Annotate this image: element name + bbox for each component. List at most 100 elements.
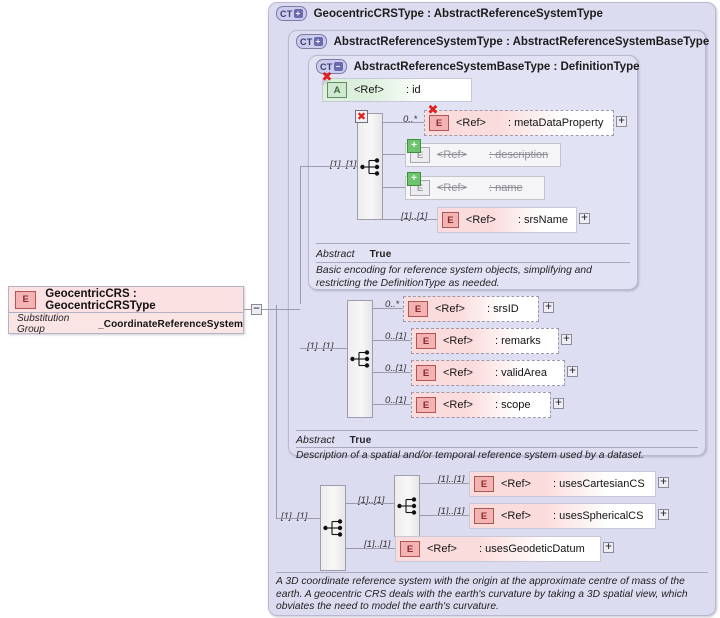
substitution-group-row: Substitution Group _CoordinateReferenceS…	[9, 313, 243, 335]
expand-button-usescartesiancs[interactable]: +	[658, 477, 669, 488]
complextype-badge-icon[interactable]: CT−	[316, 59, 347, 74]
expand-button-metadataproperty[interactable]: +	[616, 116, 627, 127]
element-node-name[interactable]: E <Ref> : name +	[405, 172, 545, 200]
element-icon: E	[429, 115, 449, 131]
complextype-title-geocentriccrstype: GeocentricCRSType : AbstractReferenceSys…	[313, 7, 603, 20]
element-name-description: : description	[488, 149, 549, 161]
connector-line	[244, 309, 252, 310]
complextype-badge-icon[interactable]: CT+	[276, 6, 307, 21]
element-name-usescartesiancs: : usesCartesianCS	[552, 478, 645, 490]
attribute-node-id[interactable]: A <Ref> : id ✖	[322, 71, 472, 102]
expand-button-usesgeodeticdatum[interactable]: +	[603, 542, 614, 553]
divider	[296, 447, 698, 448]
occurrence-label-validarea: 0..[1]	[385, 363, 407, 374]
occurrence-label-usessphericalcs: [1]..[1]	[438, 506, 465, 517]
element-ref-label: <Ref>	[427, 543, 457, 555]
occurrence-label-cs-sequence: [1]..[1]	[358, 495, 385, 506]
complextype-header-geocentriccrstype[interactable]: CT+ GeocentricCRSType : AbstractReferenc…	[276, 6, 603, 21]
element-node-description[interactable]: E <Ref> : description +	[405, 139, 561, 167]
attribute-icon: A	[327, 82, 347, 98]
occurrence-label-base-sequence: [1]..[1]	[330, 159, 357, 170]
element-ref-label: <Ref>	[437, 182, 467, 194]
substitution-group-label: Substitution Group	[17, 313, 70, 335]
attribute-name-id: : id	[405, 84, 421, 96]
root-element-title: GeocentricCRS : GeocentricCRSType	[45, 287, 156, 312]
connector-line	[300, 348, 348, 349]
expand-button-remarks[interactable]: +	[561, 334, 572, 345]
abstract-label: Abstract	[296, 434, 335, 446]
element-ref-label: <Ref>	[443, 367, 473, 379]
ct-badge-text: CT	[300, 36, 313, 47]
connector-line	[420, 483, 469, 484]
expand-button-validarea[interactable]: +	[567, 366, 578, 377]
element-ref-label: <Ref>	[435, 303, 465, 315]
plus-badge-icon[interactable]: +	[407, 172, 421, 186]
element-ref-label: <Ref>	[443, 399, 473, 411]
complextype-badge-icon[interactable]: CT+	[296, 34, 327, 49]
element-node-usesgeodeticdatum[interactable]: E <Ref> : usesGeodeticDatum	[395, 536, 601, 562]
documentation-basetype: Basic encoding for reference system obje…	[316, 265, 592, 289]
ct-collapse-icon[interactable]: −	[333, 62, 343, 71]
element-icon: E	[442, 212, 459, 228]
connector-line	[300, 166, 301, 304]
expand-button-srsname[interactable]: +	[579, 213, 590, 224]
collapse-button-root[interactable]: −	[251, 304, 262, 315]
occurrence-label-srsname: [1]..[1]	[401, 211, 428, 222]
occurrence-label-scope: 0..[1]	[385, 395, 407, 406]
root-element-title-row: E GeocentricCRS : GeocentricCRSType	[9, 287, 243, 312]
divider	[296, 430, 698, 431]
element-node-usescartesiancs[interactable]: E <Ref> : usesCartesianCS	[469, 471, 656, 497]
complextype-header-abstractreferencesystembasetype[interactable]: CT− AbstractReferenceSystemBaseType : De…	[316, 59, 640, 74]
element-node-remarks[interactable]: E <Ref> : remarks	[411, 328, 559, 354]
element-ref-label: <Ref>	[443, 335, 473, 347]
abstract-label: Abstract	[316, 248, 355, 260]
occurrence-label-metadataproperty: 0..*	[403, 114, 418, 125]
element-ref-label: <Ref>	[456, 117, 486, 129]
connector-line	[373, 372, 411, 373]
element-node-srsname[interactable]: E <Ref> : srsName	[437, 207, 577, 233]
element-name-usesgeodeticdatum: : usesGeodeticDatum	[478, 543, 585, 555]
sequence-icon	[350, 350, 370, 368]
element-ref-label: <Ref>	[501, 478, 531, 490]
connector-line	[262, 309, 300, 310]
abstract-value: True	[369, 249, 392, 260]
documentation-refsystemtype: Description of a spatial and/or temporal…	[296, 450, 644, 461]
element-node-usessphericalcs[interactable]: E <Ref> : usesSphericalCS	[469, 503, 656, 529]
element-node-srsid[interactable]: E <Ref> : srsID	[403, 296, 539, 322]
occurrence-label-srsid: 0..*	[385, 299, 400, 310]
connector-line	[373, 308, 403, 309]
element-ref-label: <Ref>	[437, 149, 467, 161]
abstract-value: True	[349, 435, 372, 446]
divider	[316, 262, 630, 263]
expand-button-srsid[interactable]: +	[543, 302, 554, 313]
element-node-scope[interactable]: E <Ref> : scope	[411, 392, 551, 418]
complextype-header-abstractreferencesystemtype[interactable]: CT+ AbstractReferenceSystemType : Abstra…	[296, 34, 709, 49]
element-node-metadataproperty[interactable]: E <Ref> : metaDataProperty ✖	[424, 104, 614, 136]
expand-button-usessphericalcs[interactable]: +	[658, 509, 669, 520]
element-name-metadataproperty: : metaDataProperty	[507, 117, 604, 129]
prohibited-x-icon: ✖	[321, 70, 333, 85]
substitution-group-value: _CoordinateReferenceSystem	[98, 318, 243, 330]
ct-expand-icon[interactable]: +	[313, 37, 323, 46]
plus-badge-icon[interactable]: +	[407, 139, 421, 153]
element-node-validarea[interactable]: E <Ref> : validArea	[411, 360, 565, 386]
abstract-row-basetype: Abstract True	[316, 248, 392, 260]
element-icon: E	[400, 541, 420, 557]
sequence-icon	[360, 158, 380, 176]
complextype-title-abstractreferencesystemtype: AbstractReferenceSystemType : AbstractRe…	[333, 35, 710, 48]
element-name-name: : name	[488, 182, 523, 194]
connector-line	[383, 187, 405, 188]
occurrence-label-usesgeodeticdatum: [1]..[1]	[364, 539, 391, 550]
sequence-icon	[323, 519, 343, 537]
root-element-box-geocentriccrs[interactable]: E GeocentricCRS : GeocentricCRSType Subs…	[8, 286, 244, 335]
element-icon: E	[416, 365, 436, 381]
occurrence-label-usescartesiancs: [1]..[1]	[438, 474, 465, 485]
element-name-remarks: : remarks	[494, 335, 541, 347]
element-icon: E	[416, 397, 436, 413]
ct-expand-icon[interactable]: +	[293, 9, 303, 18]
occurrence-label-refsystem-sequence: [1]..[1]	[307, 341, 334, 352]
expand-button-scope[interactable]: +	[553, 398, 564, 409]
element-name-scope: : scope	[494, 399, 531, 411]
divider	[9, 312, 243, 313]
divider	[316, 243, 630, 244]
